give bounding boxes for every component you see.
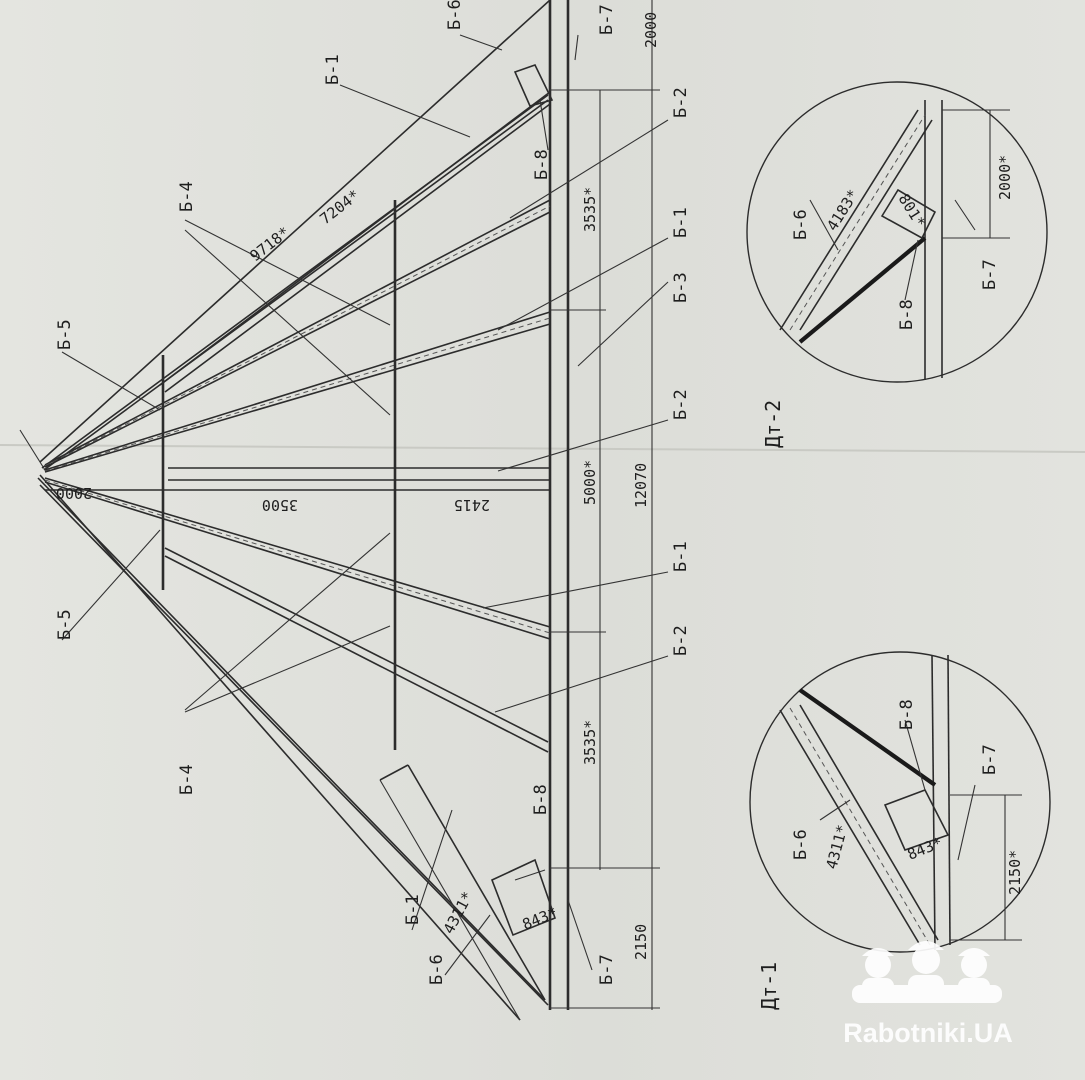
dim-7204: 7204* [316, 186, 363, 228]
dt1-b6: Б-6 [791, 829, 811, 860]
dt2-size: 801* [895, 191, 929, 231]
label-b1-b: Б-1 [671, 207, 691, 238]
label-b8-top: Б-8 [532, 149, 552, 180]
dim-2000-left: 2000 [56, 484, 92, 502]
label-b5-top: Б-5 [55, 319, 75, 350]
label-b4-bottom: Б-4 [177, 764, 197, 795]
dim-5000: 5000* [581, 460, 599, 505]
label-b3: Б-3 [671, 272, 691, 303]
label-b7-bottom: Б-7 [597, 954, 617, 985]
dim-2415: 2415 [454, 496, 490, 514]
dt2-title: Дт-2 [761, 400, 785, 448]
label-b8-bottom: Б-8 [531, 784, 551, 815]
label-b4-top: Б-4 [177, 181, 197, 212]
dt1-b7: Б-7 [980, 744, 1000, 775]
label-b5-bottom: Б-5 [55, 609, 75, 640]
dim-4311: 4311* [440, 889, 477, 937]
dim-9718: 9718* [246, 223, 293, 265]
dt2-b6: Б-6 [791, 209, 811, 240]
label-b1-top: Б-1 [323, 54, 343, 85]
dt1-b8: Б-8 [897, 699, 917, 730]
label-b2-b: Б-2 [671, 389, 691, 420]
label-b7-top: Б-7 [597, 4, 617, 35]
dt2-len: 4183* [823, 186, 862, 234]
label-b2-a: Б-2 [671, 87, 691, 118]
dt1-len: 4311* [822, 823, 851, 871]
dim-3535-top: 3535* [581, 187, 599, 232]
dt1-size: 843* [905, 833, 945, 863]
dim-3500: 3500 [262, 496, 298, 514]
dim-12070: 12070 [632, 463, 650, 508]
main-truss [19, 0, 669, 1021]
dt2-b8: Б-8 [897, 299, 917, 330]
label-b1-c: Б-1 [671, 541, 691, 572]
dim-3535-bottom: 3535* [581, 720, 599, 765]
dim-2000-top: 2000 [642, 12, 660, 48]
dt2-b7: Б-7 [980, 259, 1000, 290]
detail-dt1 [749, 651, 1051, 953]
label-b6-bottom: Б-6 [427, 954, 447, 985]
dt1-title: Дт-1 [757, 962, 781, 1010]
label-b1-d: Б-1 [403, 894, 423, 925]
dt1-height: 2150* [1006, 850, 1024, 895]
detail-dt2 [746, 81, 1048, 383]
watermark-logo: Rabotniki.UA [843, 941, 1013, 1048]
dim-2150: 2150 [632, 924, 650, 960]
dt2-height: 2000* [996, 155, 1014, 200]
label-b6-top: Б-6 [445, 0, 465, 30]
watermark-text: Rabotniki.UA [843, 1018, 1013, 1048]
label-b2-c: Б-2 [671, 625, 691, 656]
dim-843: 843* [520, 903, 560, 933]
